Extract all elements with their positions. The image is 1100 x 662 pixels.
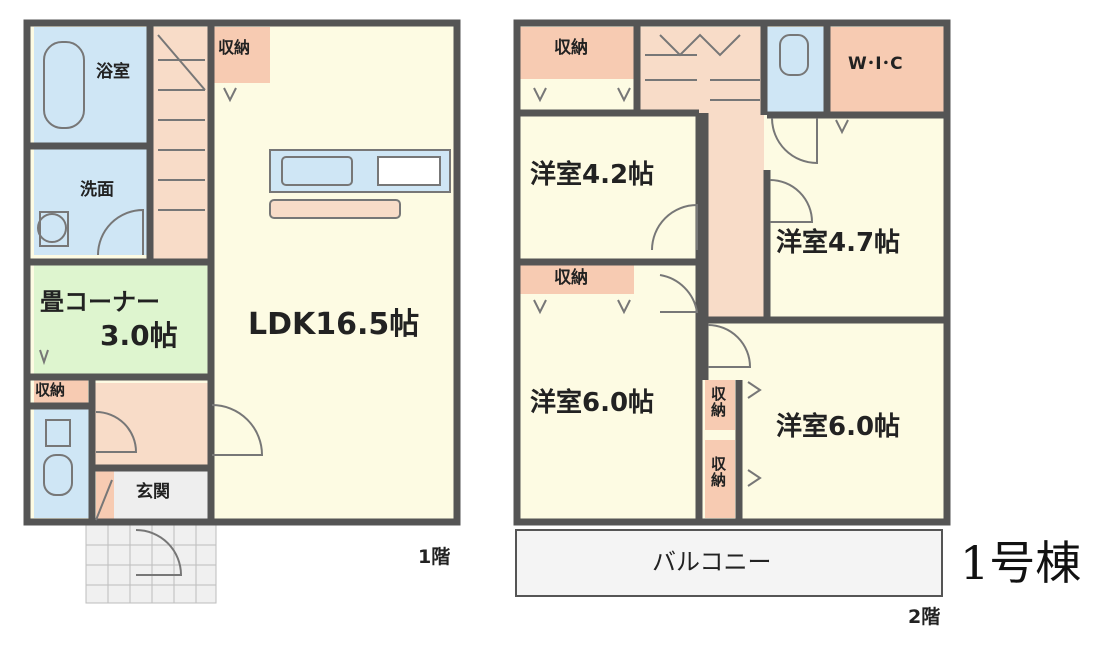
label-room-d: 洋室6.0帖 bbox=[776, 412, 901, 442]
ldk-storage-area bbox=[214, 27, 270, 83]
floor1-details bbox=[37, 34, 264, 576]
label-room-a: 洋室4.2帖 bbox=[530, 160, 655, 190]
label-ldk-storage: 収納 bbox=[218, 38, 251, 57]
label-bath: 浴室 bbox=[96, 62, 130, 82]
building-title: 1号棟 bbox=[960, 536, 1082, 590]
label-room-c: 洋室6.0帖 bbox=[530, 388, 655, 418]
floor1-walls bbox=[23, 19, 461, 526]
label-entrance: 玄関 bbox=[136, 482, 170, 502]
storage-v1-area bbox=[705, 380, 735, 430]
washroom-area bbox=[34, 148, 150, 255]
label-storage-mid: 収納 bbox=[554, 268, 588, 288]
label-tatami-name: 畳コーナー bbox=[40, 288, 160, 316]
kitchen-bar bbox=[269, 199, 401, 219]
floor2-plan bbox=[513, 19, 951, 597]
kitchen-stove bbox=[377, 156, 441, 186]
upper-stairs-area bbox=[640, 27, 702, 113]
label-wic: W･I･C bbox=[848, 54, 903, 74]
storage-mid-area bbox=[520, 264, 634, 294]
label-room-b: 洋室4.7帖 bbox=[776, 228, 901, 258]
label-storage-v2: 収納 bbox=[709, 456, 727, 488]
label-floor1: 1階 bbox=[418, 546, 451, 568]
storage-top-area bbox=[520, 27, 634, 79]
label-washroom: 洗面 bbox=[80, 180, 114, 200]
entrance-area bbox=[96, 470, 209, 520]
label-storage-top: 収納 bbox=[554, 38, 588, 58]
label-balcony: バルコニー bbox=[652, 548, 772, 576]
balcony-outline bbox=[515, 529, 943, 597]
storage-v2-area bbox=[705, 440, 735, 518]
wic-area bbox=[830, 27, 944, 112]
label-ldk: LDK16.5帖 bbox=[248, 307, 420, 342]
label-floor2: 2階 bbox=[908, 606, 941, 628]
label-small-storage: 収納 bbox=[35, 381, 66, 399]
floor2-details bbox=[533, 33, 849, 487]
label-tatami-size: 3.0帖 bbox=[100, 319, 178, 352]
toilet-area bbox=[34, 408, 90, 518]
stairs-area bbox=[153, 27, 209, 261]
hall-area bbox=[92, 383, 209, 467]
porch-tiles bbox=[85, 524, 217, 604]
kitchen-sink bbox=[281, 156, 353, 186]
toilet2-area bbox=[764, 27, 826, 112]
floor1-plan bbox=[23, 19, 461, 604]
corridor-area bbox=[702, 27, 764, 317]
tatami-area bbox=[34, 264, 209, 374]
balcony-area bbox=[516, 530, 942, 596]
small-storage-area bbox=[34, 379, 88, 405]
floor2-walls bbox=[513, 19, 951, 526]
label-storage-v1: 収納 bbox=[709, 386, 727, 418]
